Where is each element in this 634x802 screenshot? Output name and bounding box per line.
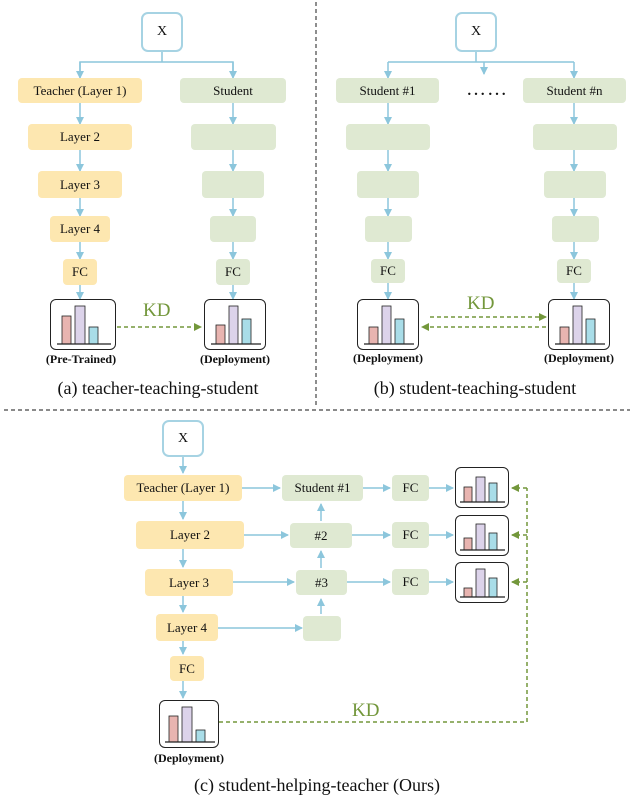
c-fc-teacher: FC (170, 656, 204, 681)
b-subtitle: (b) student-teaching-student (373, 378, 577, 398)
b-fc-right: FC (557, 259, 591, 283)
b-caption-left: (Deployment) (353, 351, 423, 365)
b-student1: Student #1 (336, 78, 439, 103)
c-input-x: X (162, 420, 204, 457)
a-kd-label: KD (143, 300, 171, 321)
c-fc3: FC (392, 569, 429, 595)
b-sn-block4 (552, 216, 599, 242)
a-layer4: Layer 4 (50, 216, 110, 242)
b-sn-block2 (533, 124, 617, 150)
c-output-chart-3 (455, 562, 509, 603)
b-caption-right: (Deployment) (544, 351, 614, 365)
b-ellipsis: …… (466, 78, 508, 100)
b-kd-label: KD (467, 293, 495, 314)
a-x-to-branches (79, 52, 234, 74)
c-student2: #2 (290, 523, 352, 548)
a-layer2: Layer 2 (28, 124, 132, 150)
c-subtitle: (c) student-helping-teacher (Ours) (194, 775, 440, 795)
b-sn-block3 (544, 171, 606, 198)
b-s1-block4 (365, 216, 412, 242)
c-student4-block (303, 616, 341, 641)
a-student-block2 (191, 124, 276, 150)
c-output-chart-2 (455, 515, 509, 556)
a-student: Student (180, 78, 286, 103)
c-layer3: Layer 3 (145, 569, 233, 596)
b-input-x: X (455, 12, 497, 52)
c-layer2: Layer 2 (136, 521, 244, 549)
a-subtitle: (a) teacher-teaching-student (57, 378, 259, 398)
c-layer4: Layer 4 (156, 614, 218, 641)
a-teacher-layer1: Teacher (Layer 1) (18, 78, 142, 103)
c-fc2: FC (392, 522, 429, 548)
a-fc-teacher: FC (63, 259, 97, 285)
b-studentn: Student #n (523, 78, 626, 103)
c-kd-path (219, 488, 528, 723)
a-caption-deployment: (Deployment) (200, 352, 270, 366)
c-teacher-output-chart (159, 700, 219, 748)
a-fc-student: FC (216, 259, 250, 285)
a-caption-pretrained: (Pre-Trained) (45, 352, 117, 366)
b-right-output-chart (548, 299, 610, 350)
a-teacher-output-chart (50, 299, 116, 350)
c-output-chart-1 (455, 467, 509, 508)
b-left-output-chart (357, 299, 419, 350)
a-student-output-chart (204, 299, 266, 350)
c-fc1: FC (392, 475, 429, 501)
a-student-block4 (210, 216, 256, 242)
a-input-x: X (141, 12, 183, 52)
a-layer3: Layer 3 (38, 171, 122, 198)
a-student-block3 (202, 171, 264, 198)
c-teacher-layer1: Teacher (Layer 1) (124, 475, 242, 501)
b-fc-left: FC (371, 259, 405, 283)
c-student1: Student #1 (282, 475, 363, 501)
b-s1-block2 (346, 124, 430, 150)
c-caption-deployment: (Deployment) (154, 751, 224, 765)
b-s1-block3 (357, 171, 419, 198)
c-kd-label: KD (352, 700, 380, 721)
c-student3: #3 (296, 570, 347, 595)
